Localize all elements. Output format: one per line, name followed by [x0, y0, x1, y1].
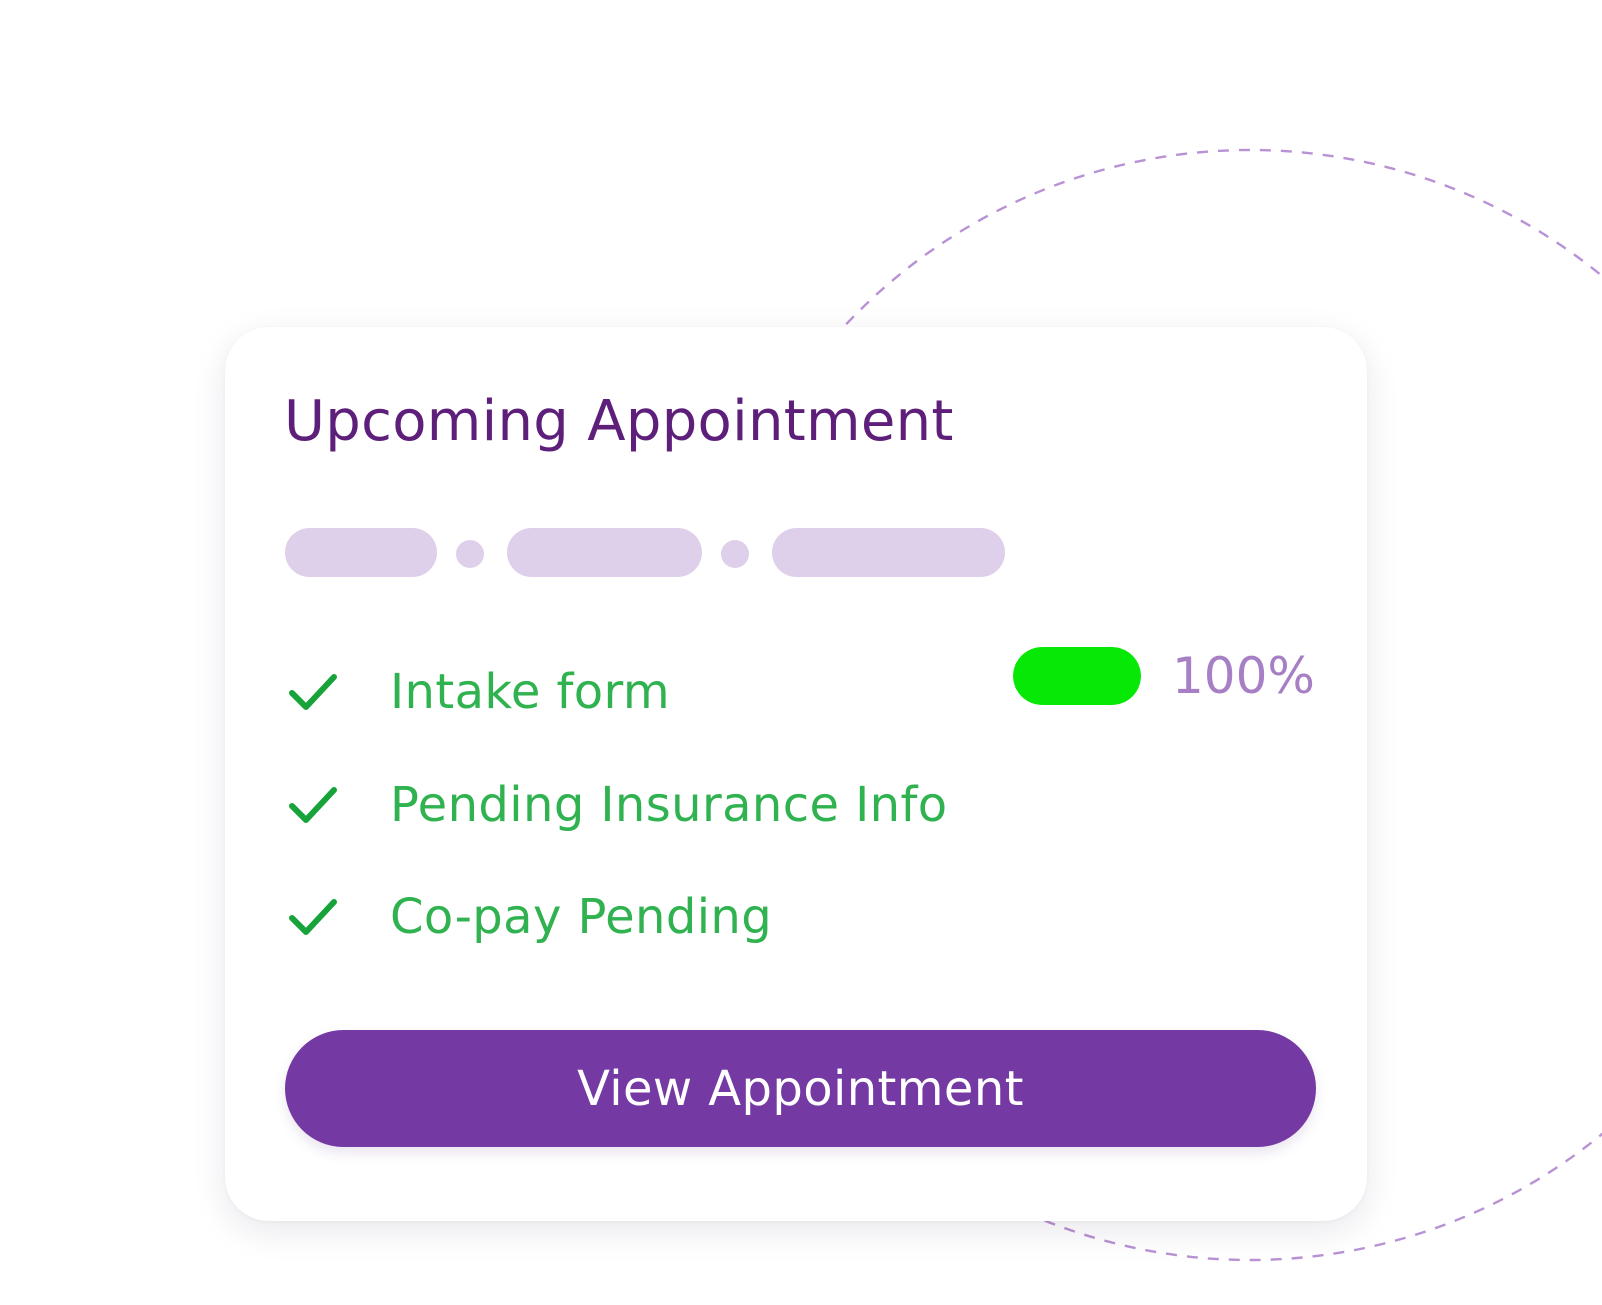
- completion-progress-bar: [1013, 647, 1141, 705]
- checkmark-icon: [289, 787, 337, 823]
- appointment-card: Upcoming Appointment Intake form Pending…: [225, 327, 1367, 1221]
- checklist-item-label: Pending Insurance Info: [390, 777, 948, 833]
- checklist-item-label: Co-pay Pending: [390, 889, 773, 945]
- checklist-item-insurance-info: Pending Insurance Info: [287, 770, 947, 840]
- checklist-item-co-pay: Co-pay Pending: [287, 882, 772, 952]
- card-title: Upcoming Appointment: [284, 389, 954, 454]
- placeholder-pill: [285, 528, 437, 577]
- placeholder-pill: [772, 528, 1005, 577]
- checkmark-icon: [289, 899, 337, 935]
- progress-percent-label: 100%: [1172, 647, 1315, 705]
- placeholder-dot: [721, 540, 749, 568]
- progress-fill: [1013, 647, 1141, 705]
- checklist-item-intake-form: Intake form: [287, 657, 670, 727]
- placeholder-dot: [456, 540, 484, 568]
- checkmark-icon: [289, 674, 337, 710]
- placeholder-pill: [507, 528, 702, 577]
- view-appointment-button[interactable]: View Appointment: [285, 1030, 1316, 1147]
- checklist-item-label: Intake form: [390, 664, 671, 720]
